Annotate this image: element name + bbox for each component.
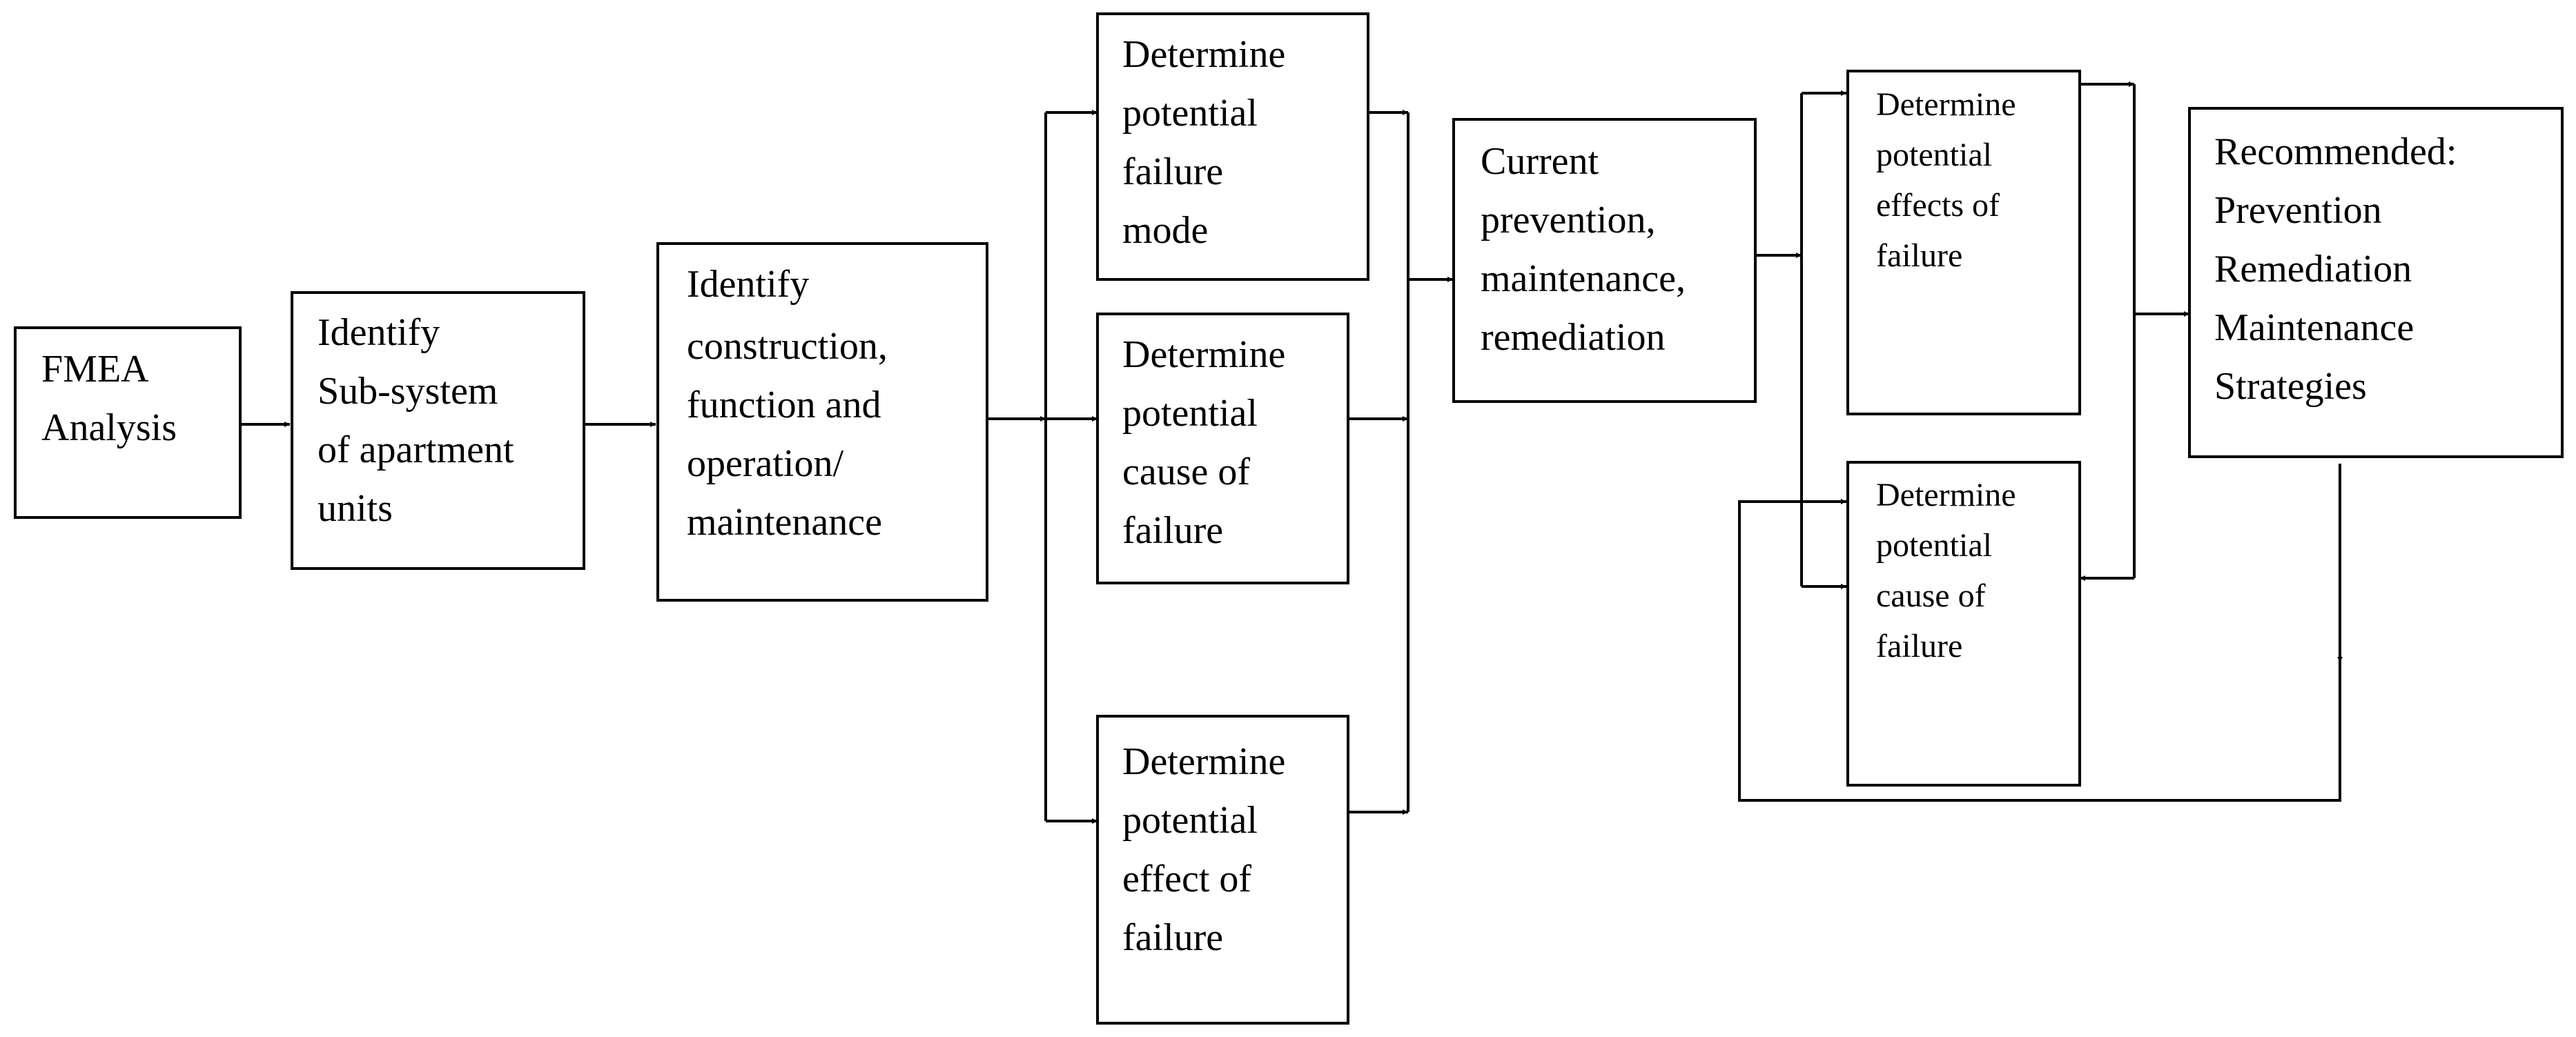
effects-of-failure-label-b: Determine potential effects of failure [1876,86,2024,274]
cause-of-failure-label-b: Determine potential cause of failure [1876,477,2024,664]
effect-of-failure-box-a: Determine potential effect of failure [1096,715,1349,1025]
recommended-strategies-box: Recommended: Prevention Remediation Main… [2188,107,2564,458]
fmea-analysis-label: FMEA Analysis [41,348,177,449]
connectors [240,81,2343,824]
identify-construction-box: Identify construction, function and oper… [656,242,988,602]
fmea-analysis-box: FMEA Analysis [14,326,242,519]
current-prevention-label: Current prevention, maintenance, remedia… [1481,140,1695,359]
cause-of-failure-label-a: Determine potential cause of failure [1122,333,1295,552]
cause-of-failure-box-a: Determine potential cause of failure [1096,313,1349,584]
recommended-strategies-label: Recommended: Prevention Remediation Main… [2214,130,2466,408]
feedback-loop [1738,499,2341,802]
failure-mode-box: Determine potential failure mode [1096,12,1369,281]
effects-of-failure-box-b: Determine potential effects of failure [1846,70,2081,415]
failure-mode-label: Determine potential failure mode [1122,33,1295,252]
effect-of-failure-label-a: Determine potential effect of failure [1122,740,1295,959]
nodes: FMEA Analysis Identify Sub-system of apa… [14,12,2564,1025]
current-prevention-box: Current prevention, maintenance, remedia… [1452,118,1757,403]
identify-construction-label: Identify construction, function and oper… [687,263,897,544]
identify-subsystem-box: Identify Sub-system of apartment units [291,291,585,570]
cause-of-failure-box-b: Determine potential cause of failure [1846,461,2081,787]
identify-subsystem-label: Identify Sub-system of apartment units [318,311,524,530]
